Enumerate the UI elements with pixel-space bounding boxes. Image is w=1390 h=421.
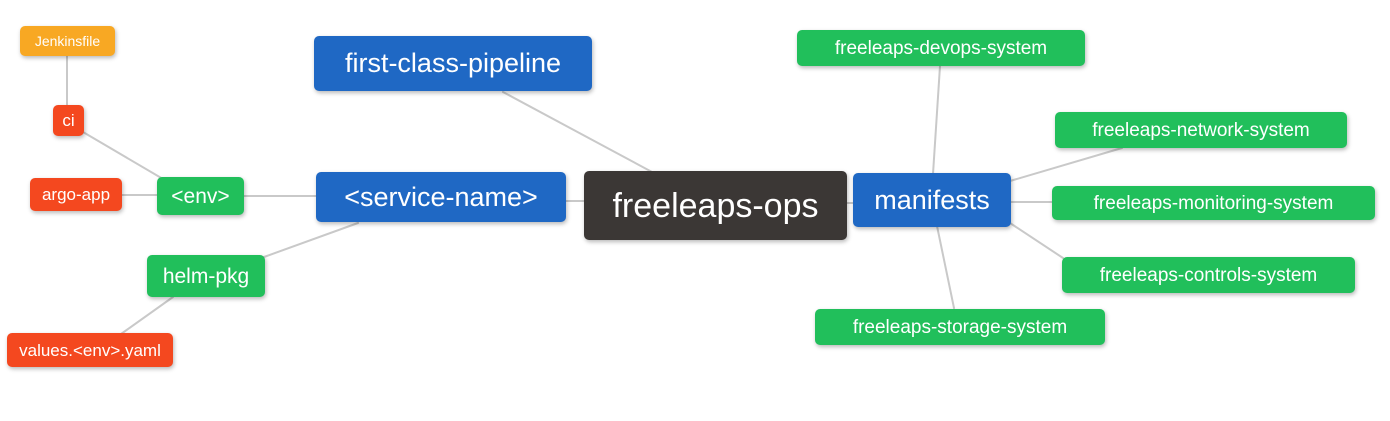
node-ci[interactable]: ci bbox=[53, 105, 84, 136]
node-helm-pkg[interactable]: helm-pkg bbox=[147, 255, 265, 297]
edge-manifests-storage bbox=[936, 225, 955, 309]
node-freeleaps-controls-system[interactable]: freeleaps-controls-system bbox=[1062, 257, 1355, 293]
node-argo-app[interactable]: argo-app bbox=[30, 178, 122, 211]
node-first-class-pipeline[interactable]: first-class-pipeline bbox=[314, 36, 592, 91]
node-jenkinsfile[interactable]: Jenkinsfile bbox=[20, 26, 115, 56]
edge-helmpkg-servicename bbox=[263, 222, 359, 258]
edge-manifests-controls bbox=[1009, 222, 1064, 259]
edge-values-helmpkg bbox=[120, 296, 174, 335]
edge-pipeline-root bbox=[502, 91, 653, 173]
node-env[interactable]: <env> bbox=[157, 177, 244, 215]
edge-manifests-network bbox=[1009, 147, 1123, 182]
node-manifests[interactable]: manifests bbox=[853, 173, 1011, 227]
node-freeleaps-monitoring-system[interactable]: freeleaps-monitoring-system bbox=[1052, 186, 1375, 220]
node-values-env-yaml[interactable]: values.<env>.yaml bbox=[7, 333, 173, 367]
node-freeleaps-devops-system[interactable]: freeleaps-devops-system bbox=[797, 30, 1085, 66]
node-freeleaps-network-system[interactable]: freeleaps-network-system bbox=[1055, 112, 1347, 148]
node-freeleaps-ops-root[interactable]: freeleaps-ops bbox=[584, 171, 847, 240]
node-freeleaps-storage-system[interactable]: freeleaps-storage-system bbox=[815, 309, 1105, 345]
edge-ci-env bbox=[82, 131, 164, 180]
node-service-name[interactable]: <service-name> bbox=[316, 172, 566, 222]
edge-manifests-devops bbox=[932, 65, 941, 175]
